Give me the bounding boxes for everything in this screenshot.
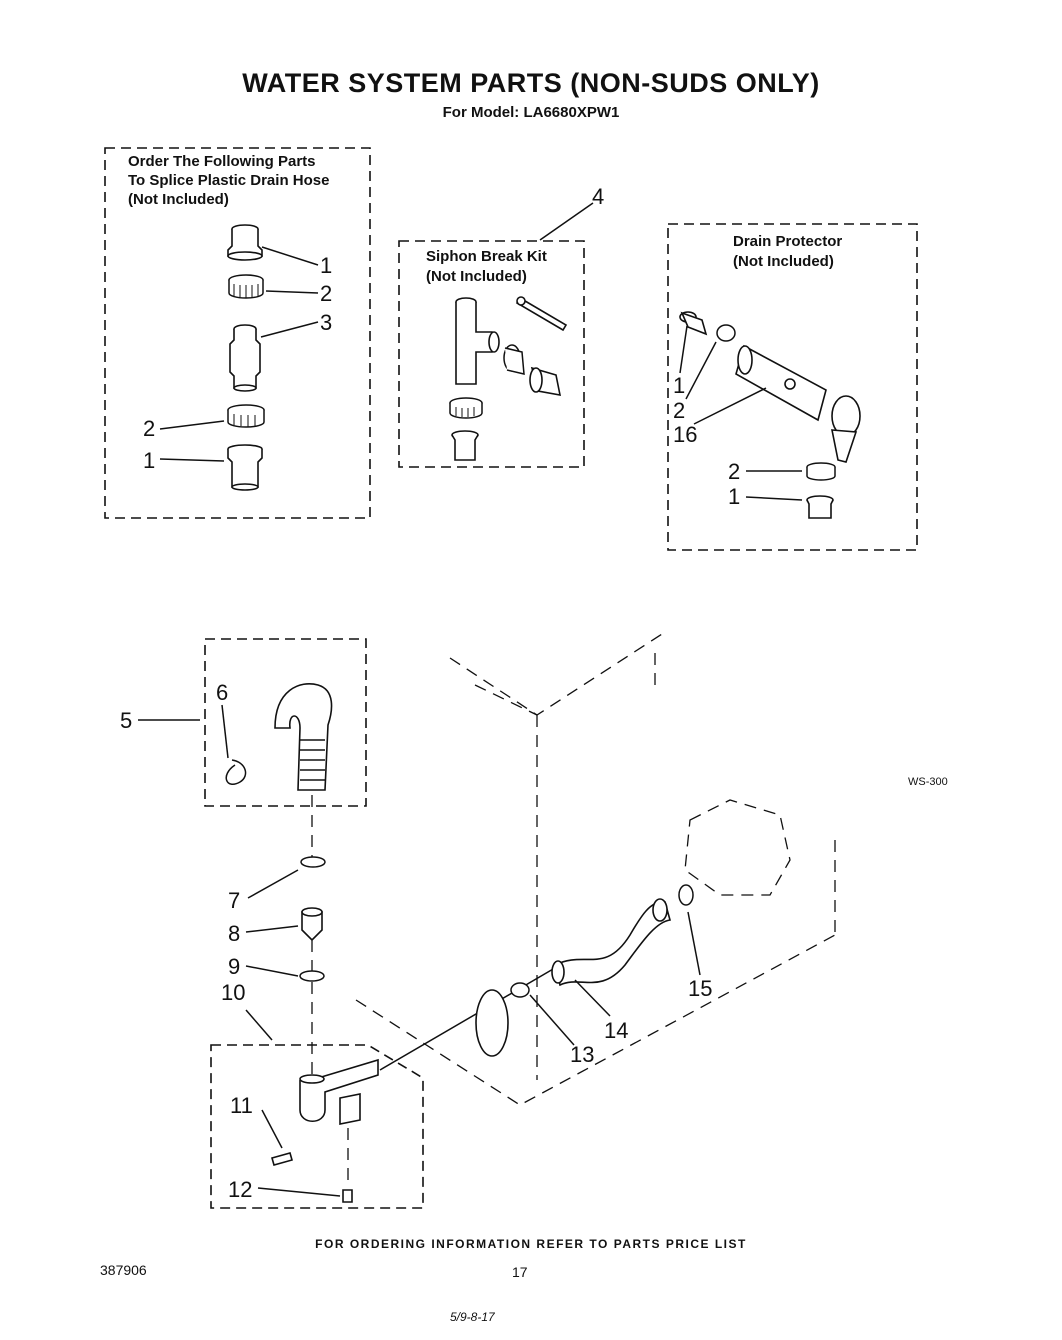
drain-hose-assembly [138,683,791,1203]
drain-box-line1: Drain Protector [733,233,843,250]
page-number: 17 [512,1264,528,1280]
callout-2-drain-bottom: 2 [728,459,741,484]
splice-parts [159,224,319,491]
ordering-footer: FOR ORDERING INFORMATION REFER TO PARTS … [315,1237,747,1251]
callout-15: 15 [688,976,713,1001]
splice-kit-box [104,147,371,519]
callout-13: 13 [570,1042,595,1067]
cabinet-outline [355,633,836,1106]
document-number: 387906 [100,1262,147,1278]
callout-7: 7 [228,888,241,913]
drain-box-line2: (Not Included) [733,253,834,270]
callout-12: 12 [228,1177,253,1202]
callout-8: 8 [228,921,241,946]
callout-1-splice-bottom: 1 [143,448,156,473]
callout-1-drain-top: 1 [673,373,686,398]
callout-3-splice: 3 [320,310,333,335]
drain-hose-box [204,638,367,807]
siphon-kit-box [398,240,585,468]
callout-4-siphon: 4 [592,184,605,209]
model-subtitle: For Model: LA6680XPW1 [442,104,620,121]
callout-2-drain-top: 2 [673,398,686,423]
siphon-box-line1: Siphon Break Kit [426,248,547,265]
drain-protector-parts [679,311,861,519]
callout-11: 11 [230,1093,253,1118]
callout-5: 5 [120,708,133,733]
callout-2-splice-bottom: 2 [143,416,156,441]
callout-16-drain: 16 [673,422,698,447]
siphon-box-line2: (Not Included) [426,268,527,285]
callout-6: 6 [216,680,229,705]
callout-2-splice-top: 2 [320,281,333,306]
standpipe-box [210,1044,424,1209]
callout-1-splice-top: 1 [320,253,333,278]
callout-10: 10 [221,980,246,1005]
page-title: WATER SYSTEM PARTS (NON-SUDS ONLY) [242,68,820,98]
callout-9: 9 [228,954,241,979]
callout-14: 14 [604,1018,629,1043]
siphon-parts [449,202,594,461]
splice-box-line3: (Not Included) [128,191,229,208]
handwritten-note: 5/9-8-17 [450,1310,495,1324]
figure-code: WS-300 [908,776,948,788]
splice-box-line1: Order The Following Parts [128,153,316,170]
splice-box-line2: To Splice Plastic Drain Hose [128,172,330,189]
callout-1-drain-bottom: 1 [728,484,741,509]
